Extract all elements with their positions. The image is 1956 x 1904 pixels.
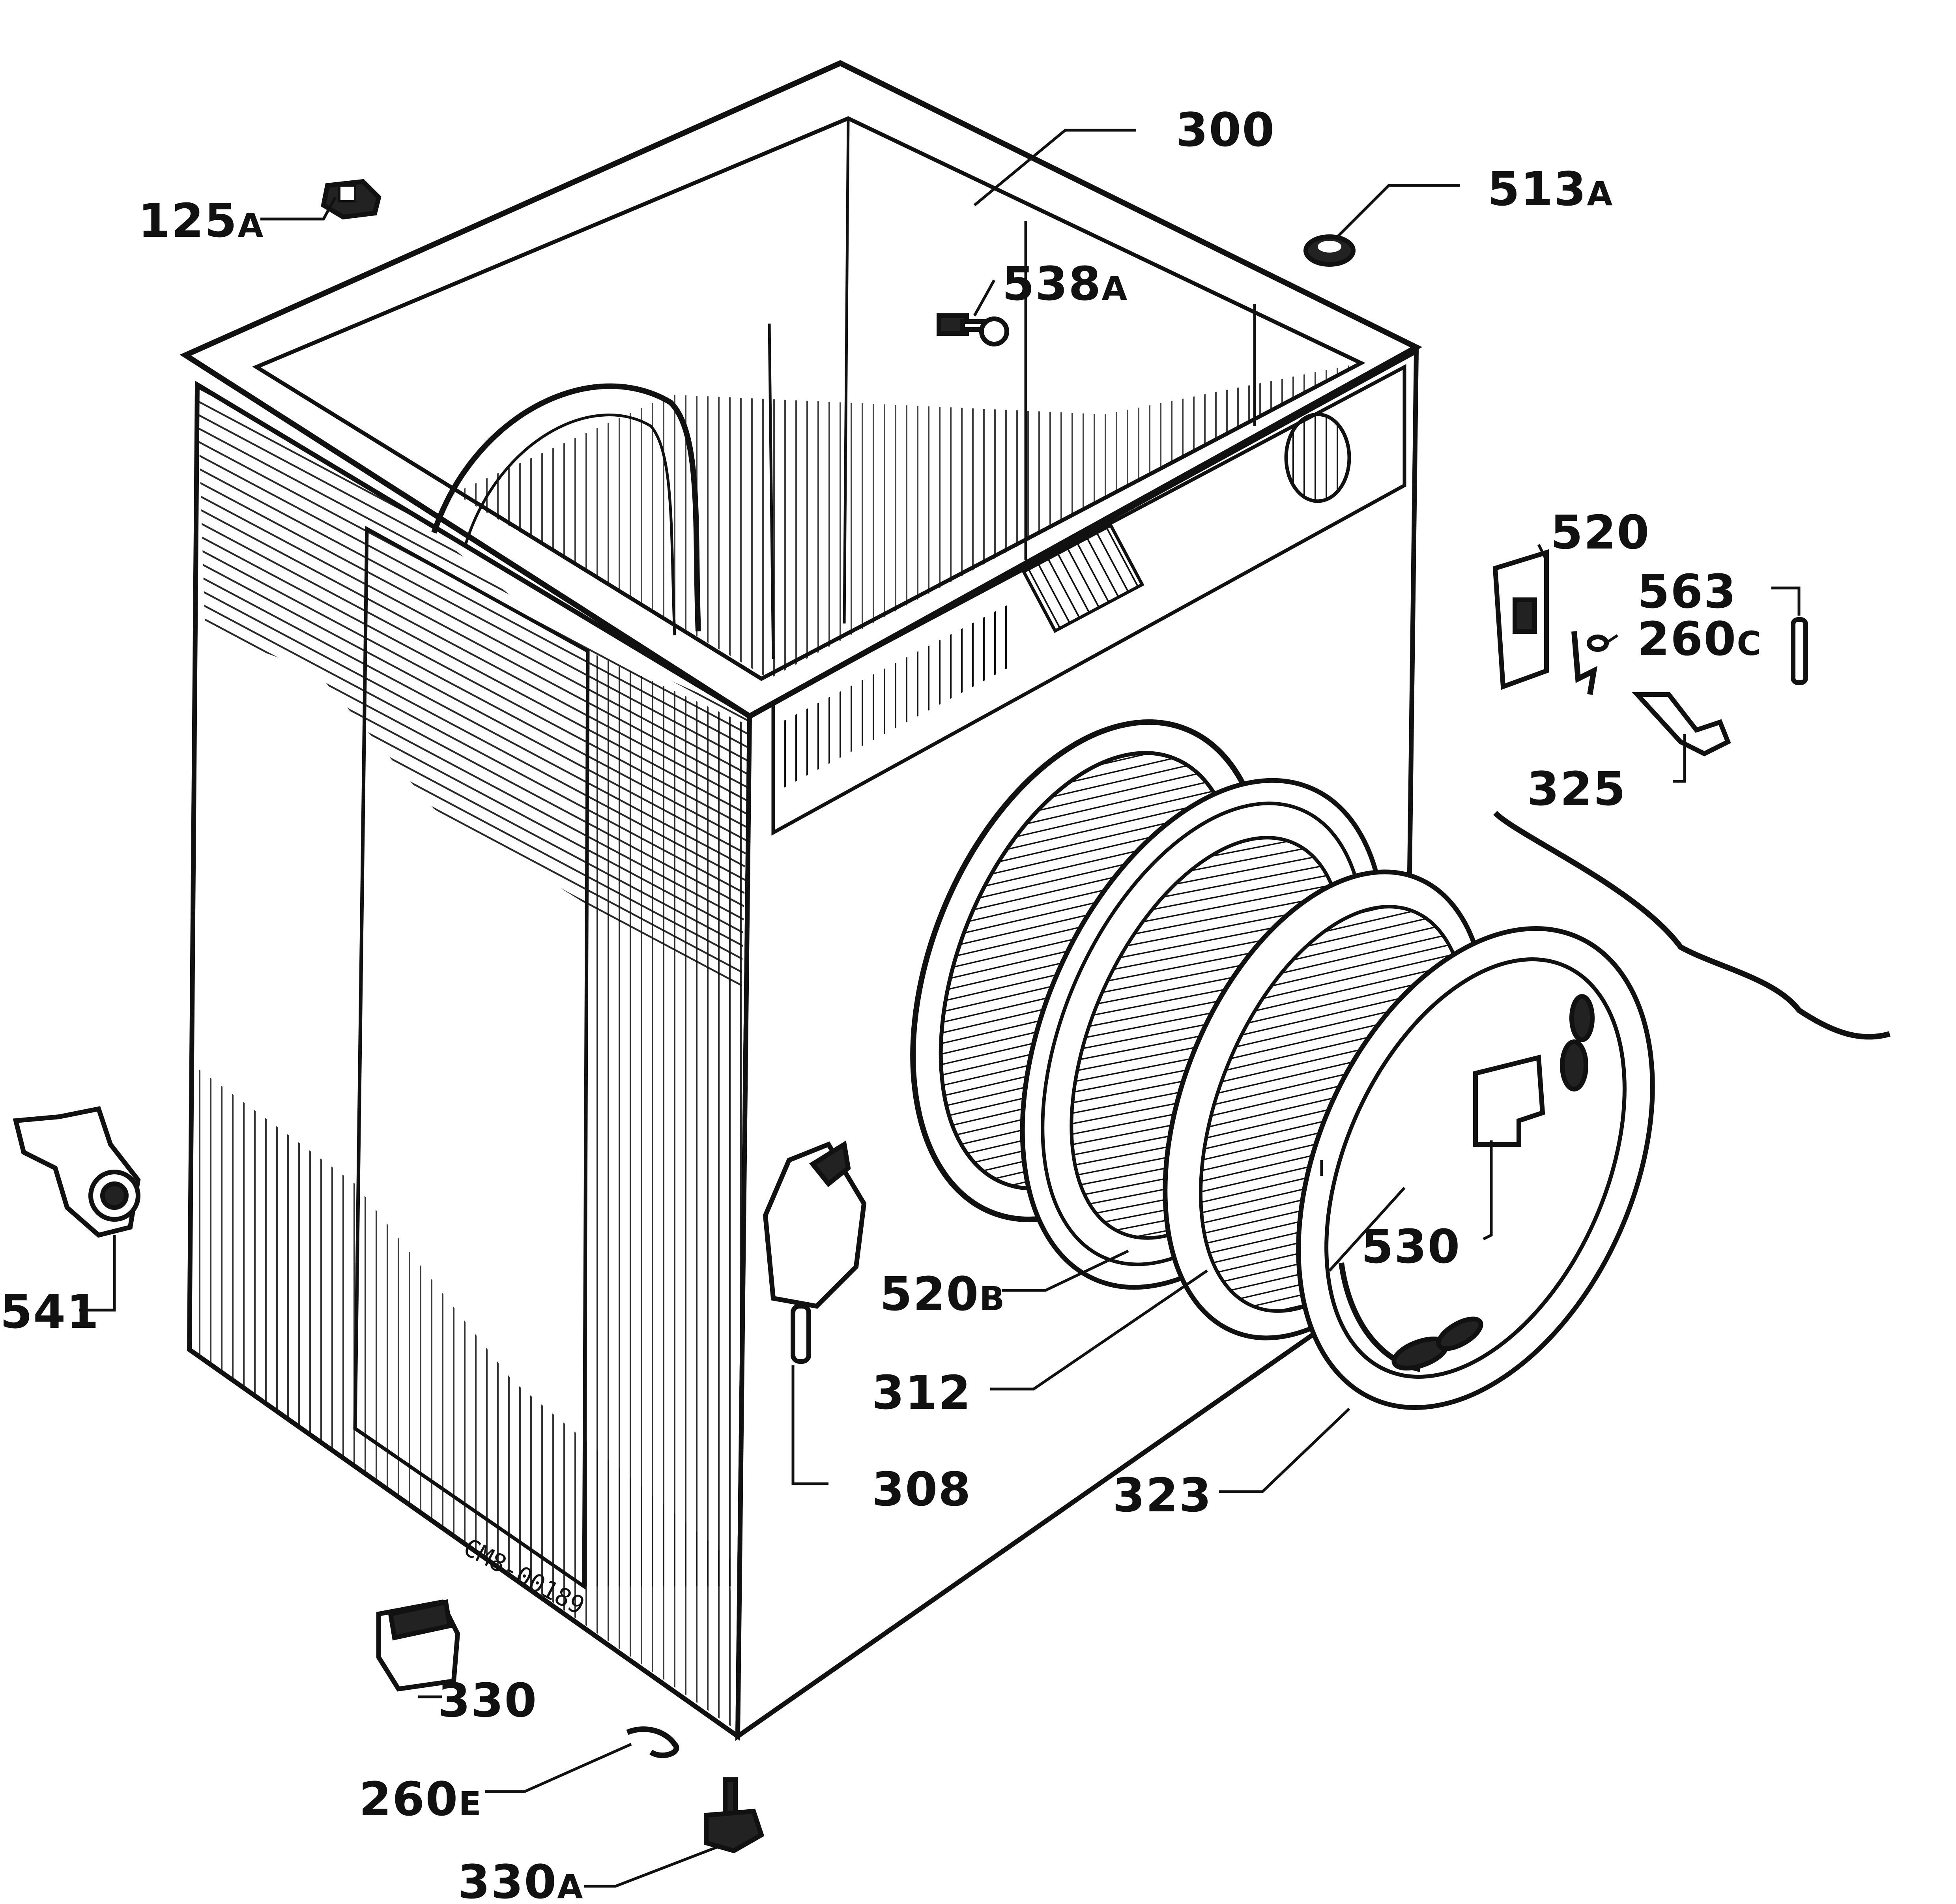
label-260e-number: 260	[359, 1772, 458, 1826]
side-sheet-hatch	[584, 651, 742, 1586]
label-330: 330	[438, 1673, 537, 1728]
label-260e-suffix: E	[458, 1784, 482, 1823]
panel-window	[1021, 523, 1144, 633]
part-513a-bumper	[1303, 234, 1356, 267]
door-frame-vent	[1560, 1039, 1588, 1091]
label-260c: 260C	[1637, 612, 1762, 666]
label-520: 520	[1550, 505, 1650, 560]
drum-support-arch-inner	[464, 414, 676, 636]
label-260c-number: 260	[1637, 612, 1737, 666]
label-308: 308	[872, 1462, 971, 1516]
door-hinge-530	[1473, 1054, 1545, 1147]
cabinet-top-frame	[180, 60, 1423, 720]
label-513a-number: 513	[1487, 162, 1587, 216]
interior-corner-line	[843, 118, 850, 624]
label-312: 312	[872, 1365, 971, 1420]
door-frame-vent	[1569, 994, 1595, 1042]
control-panel-strip	[771, 364, 1406, 836]
door-frame-vent	[1436, 1316, 1483, 1351]
label-538a-suffix: A	[1101, 269, 1128, 308]
part-538a-pin	[937, 313, 1009, 346]
part-330a-foot	[704, 1777, 765, 1853]
label-541: 541	[0, 1284, 99, 1339]
drum-support-arch	[431, 383, 701, 632]
label-330a-number: 330	[458, 1855, 557, 1904]
door-frame-323	[1296, 926, 1655, 1410]
panel-dark-cutout	[781, 604, 1010, 789]
label-520b: 520B	[880, 1267, 1005, 1321]
label-513a: 513A	[1487, 162, 1613, 216]
leader-lines	[79, 129, 1801, 1888]
interior-line	[768, 323, 775, 659]
label-125a-number: 125	[138, 193, 237, 248]
label-330a-suffix: A	[557, 1867, 583, 1904]
part-260e-clip	[626, 1726, 679, 1758]
label-330a: 330A	[458, 1855, 583, 1904]
part-325-lever	[1632, 692, 1731, 756]
part-563-pin	[1791, 617, 1808, 685]
power-cord	[1493, 811, 1891, 1040]
label-260e: 260E	[359, 1772, 482, 1826]
label-300: 300	[1176, 103, 1275, 157]
label-125a-suffix: A	[237, 206, 264, 245]
label-323: 323	[1113, 1468, 1212, 1522]
part-520-lock	[1492, 549, 1549, 690]
label-260c-suffix: C	[1737, 624, 1762, 663]
part-330-feet-cover	[376, 1599, 460, 1692]
panel-round-opening	[1284, 412, 1351, 503]
label-538a-number: 538	[1002, 256, 1101, 311]
label-563: 563	[1637, 564, 1737, 619]
label-538a: 538A	[1002, 256, 1128, 311]
part-125a-clip	[321, 179, 381, 220]
label-125a: 125A	[138, 193, 264, 248]
cabinet-interior-floor	[454, 363, 1361, 679]
label-325: 325	[1527, 762, 1626, 816]
label-520b-number: 520	[880, 1267, 979, 1321]
label-513a-suffix: A	[1587, 174, 1613, 213]
part-541-switch	[13, 1106, 141, 1238]
part-260c-spring	[1571, 631, 1609, 695]
part-520b-door-hook	[763, 1140, 867, 1364]
label-530: 530	[1361, 1219, 1460, 1274]
label-520b-suffix: B	[979, 1279, 1005, 1318]
